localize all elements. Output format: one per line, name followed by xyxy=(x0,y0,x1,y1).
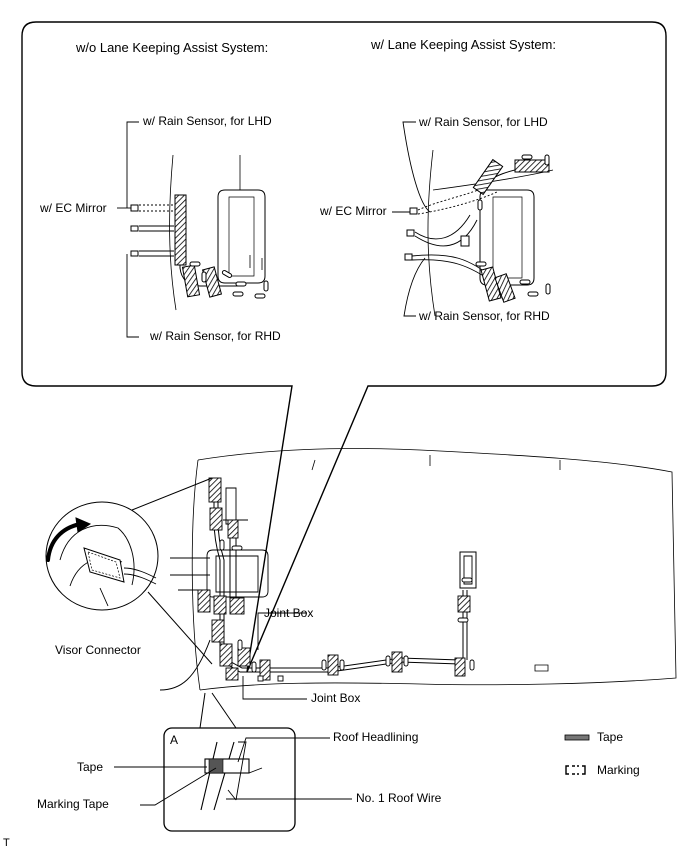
left-ec-mirror-label: w/ EC Mirror xyxy=(39,201,107,215)
detail-a-letter: A xyxy=(170,733,178,747)
legend-marking-label: Marking xyxy=(597,763,640,777)
detail-a-box xyxy=(163,727,296,832)
left-rain-rhd-label: w/ Rain Sensor, for RHD xyxy=(149,329,281,343)
visor-connector-label: Visor Connector xyxy=(55,643,141,657)
joint-box-lower-label: Joint Box xyxy=(311,691,360,705)
legend-tape-label: Tape xyxy=(597,730,623,744)
roof-headlining-label: Roof Headlining xyxy=(333,730,418,744)
visor-area xyxy=(206,487,477,598)
detail-a-leaders xyxy=(114,737,352,806)
joint-box-upper-label: Joint Box xyxy=(264,606,313,620)
corner-mark: T xyxy=(3,837,10,849)
right-rain-rhd-label: w/ Rain Sensor, for RHD xyxy=(418,309,550,323)
detail-pointer xyxy=(199,692,237,729)
left-rain-lhd-label: w/ Rain Sensor, for LHD xyxy=(142,114,272,128)
right-markings xyxy=(475,154,551,297)
visor-connector-callout xyxy=(45,477,213,665)
joint-box-leaders xyxy=(242,612,307,700)
right-heading: w/ Lane Keeping Assist System: xyxy=(370,37,556,52)
left-leader-lines xyxy=(117,121,139,338)
right-leader-lines xyxy=(392,121,431,317)
roof-connectors xyxy=(197,477,471,681)
detail-a-drawing xyxy=(200,741,263,811)
left-markings xyxy=(189,261,269,299)
legend-tape-swatch xyxy=(564,734,590,741)
left-heading: w/o Lane Keeping Assist System: xyxy=(75,40,268,55)
right-rain-lhd-label: w/ Rain Sensor, for LHD xyxy=(418,115,548,129)
roof-markings xyxy=(219,539,475,682)
right-connectors xyxy=(404,158,550,303)
marking-tape-label: Marking Tape xyxy=(37,797,109,811)
left-connectors xyxy=(130,194,223,298)
right-ec-mirror-label: w/ EC Mirror xyxy=(319,204,387,218)
detail-tape-label: Tape xyxy=(77,760,103,774)
legend-marking-swatch xyxy=(565,765,586,775)
callout-panel xyxy=(21,21,667,673)
roof-wire-label: No. 1 Roof Wire xyxy=(356,791,442,805)
